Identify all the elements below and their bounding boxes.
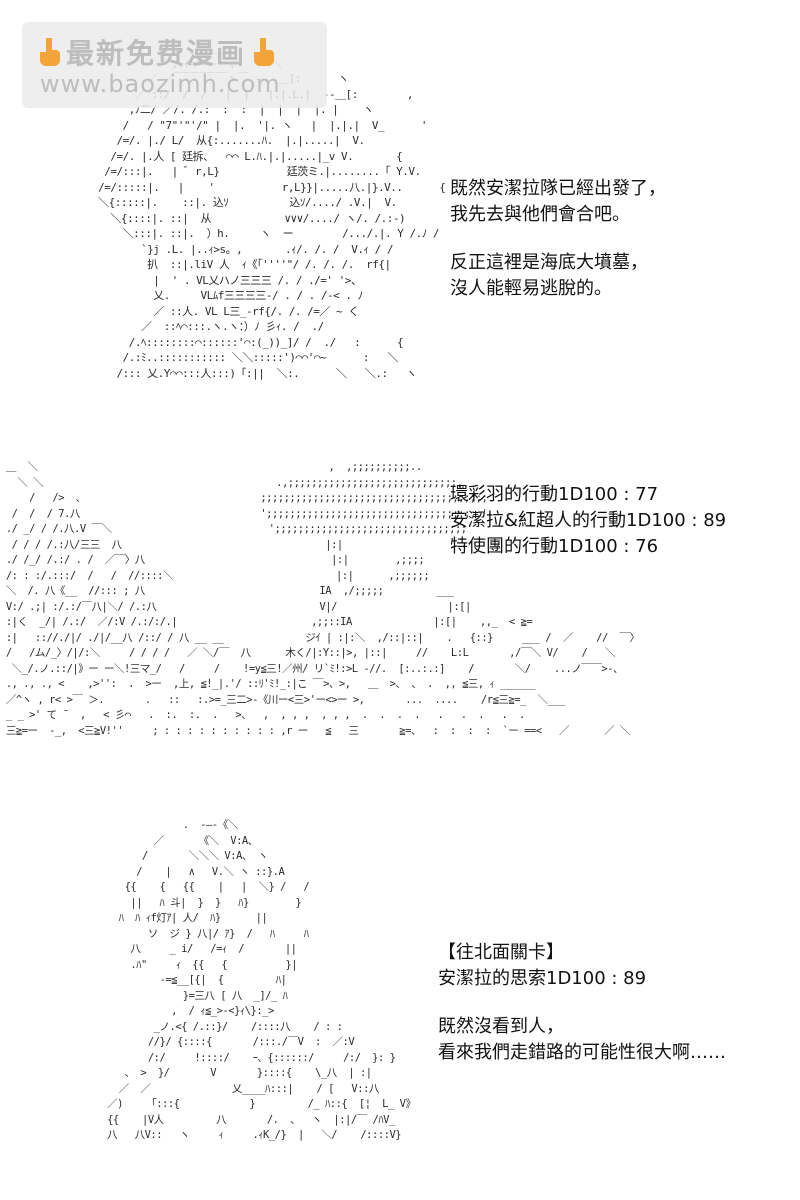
ascii-art-character-portrait: ______ ,.ｨ=＝=-- 、 ＼ ／ ／￣￣￣￣￣ヽ￣ ‐- ＿[: ヽ …: [98, 41, 446, 380]
roll-line: 安潔拉&紅超人的行動1D100 : 89: [450, 510, 727, 531]
dialogue-block-2: 環彩羽的行動1D100 : 77 安潔拉&紅超人的行動1D100 : 89 特使…: [450, 482, 726, 560]
dialogue-line: 【往北面關卡】: [438, 942, 564, 963]
roll-line: 環彩羽的行動1D100 : 77: [450, 484, 659, 505]
roll-line: 特使團的行動1D100 : 76: [450, 536, 659, 557]
panel-2: ＿ ＼ , ,;;;;;;;;;;.. ＼ ＼ .,;;;;;;;;;;;;;;…: [0, 440, 800, 790]
pointing-hand-icon: [36, 36, 66, 68]
watermark-title-row: 最新免费漫画: [36, 32, 276, 72]
dialogue-line: 既然安潔拉隊已經出發了，: [450, 178, 666, 199]
watermark-url-row: www.baozimh.com: [40, 70, 281, 98]
dialogue-block-1: 既然安潔拉隊已經出發了， 我先去與他們會合吧。 反正這裡是海底大墳墓， 沒人能輕…: [450, 176, 666, 302]
watermark-title: 最新免费漫画: [66, 37, 247, 70]
dialogue-line: 反正這裡是海底大墳墓，: [450, 252, 648, 273]
ascii-art-character-standing: . -―‐《＼ ／ 《＼ V:A、 / ＼＼＼ V:A、 ヽ / | ∧ V.＼…: [107, 819, 416, 1141]
ascii-art-explosion-landscape: ＿ ＼ , ,;;;;;;;;;;.. ＼ ＼ .,;;;;;;;;;;;;;;…: [5, 461, 640, 737]
pointing-hand-icon: [246, 36, 276, 68]
watermark-banner: 最新免费漫画 www.baozimh.com: [22, 22, 327, 108]
dialogue-line: 我先去與他們會合吧。: [450, 204, 630, 225]
dialogue-block-3: 【往北面關卡】 安潔拉的思索1D100 : 89 既然沒看到人， 看來我們走錯路…: [438, 940, 726, 1066]
dialogue-line: 看來我們走錯路的可能性很大啊……: [438, 1042, 726, 1063]
dialogue-line: 既然沒看到人，: [438, 1016, 564, 1037]
dialogue-line: 沒人能輕易逃脫的。: [450, 278, 612, 299]
roll-line: 安潔拉的思索1D100 : 89: [438, 968, 647, 989]
panel-3: . -―‐《＼ ／ 《＼ V:A、 / ＼＼＼ V:A、 ヽ / | ∧ V.＼…: [0, 800, 800, 1200]
watermark-url: www.baozimh.com: [40, 70, 281, 98]
panel-1: ______ ,.ｨ=＝=-- 、 ＼ ／ ／￣￣￣￣￣ヽ￣ ‐- ＿[: ヽ …: [0, 0, 800, 420]
